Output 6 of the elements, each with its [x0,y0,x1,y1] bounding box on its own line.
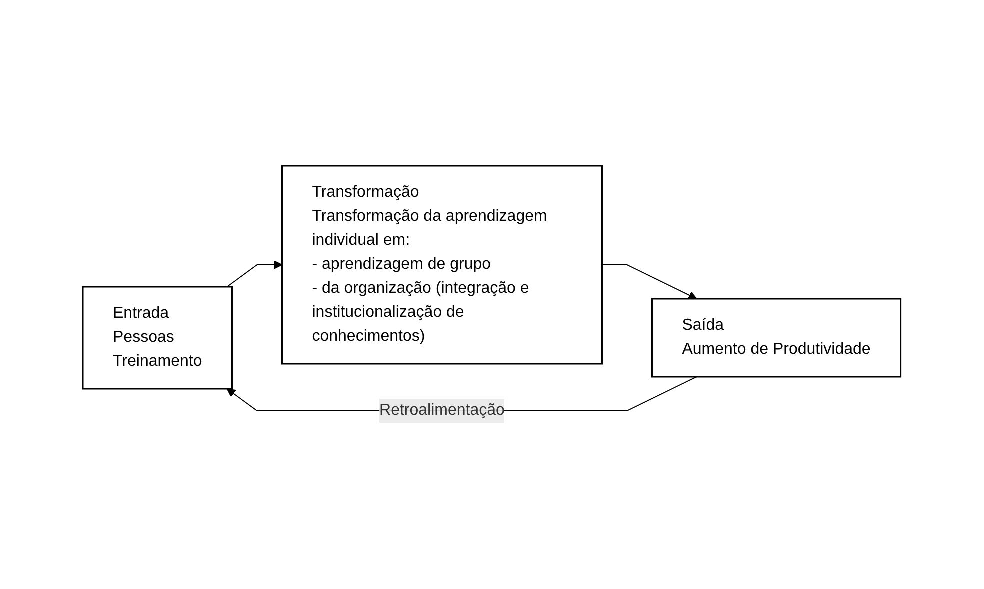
node-box: Transformação Transformação da aprendizagem individual em: - aprendizagem de grupo - da organização (integração e institucionalização de conhecimentos) [282,165,604,365]
arrow [226,260,283,288]
node-box: Entrada Pessoas Treinamento [82,286,234,390]
arrow [602,264,698,300]
node-box: Saída Aumento de Produtividade [652,298,902,378]
edge-label: Retroalimentação [380,402,506,419]
